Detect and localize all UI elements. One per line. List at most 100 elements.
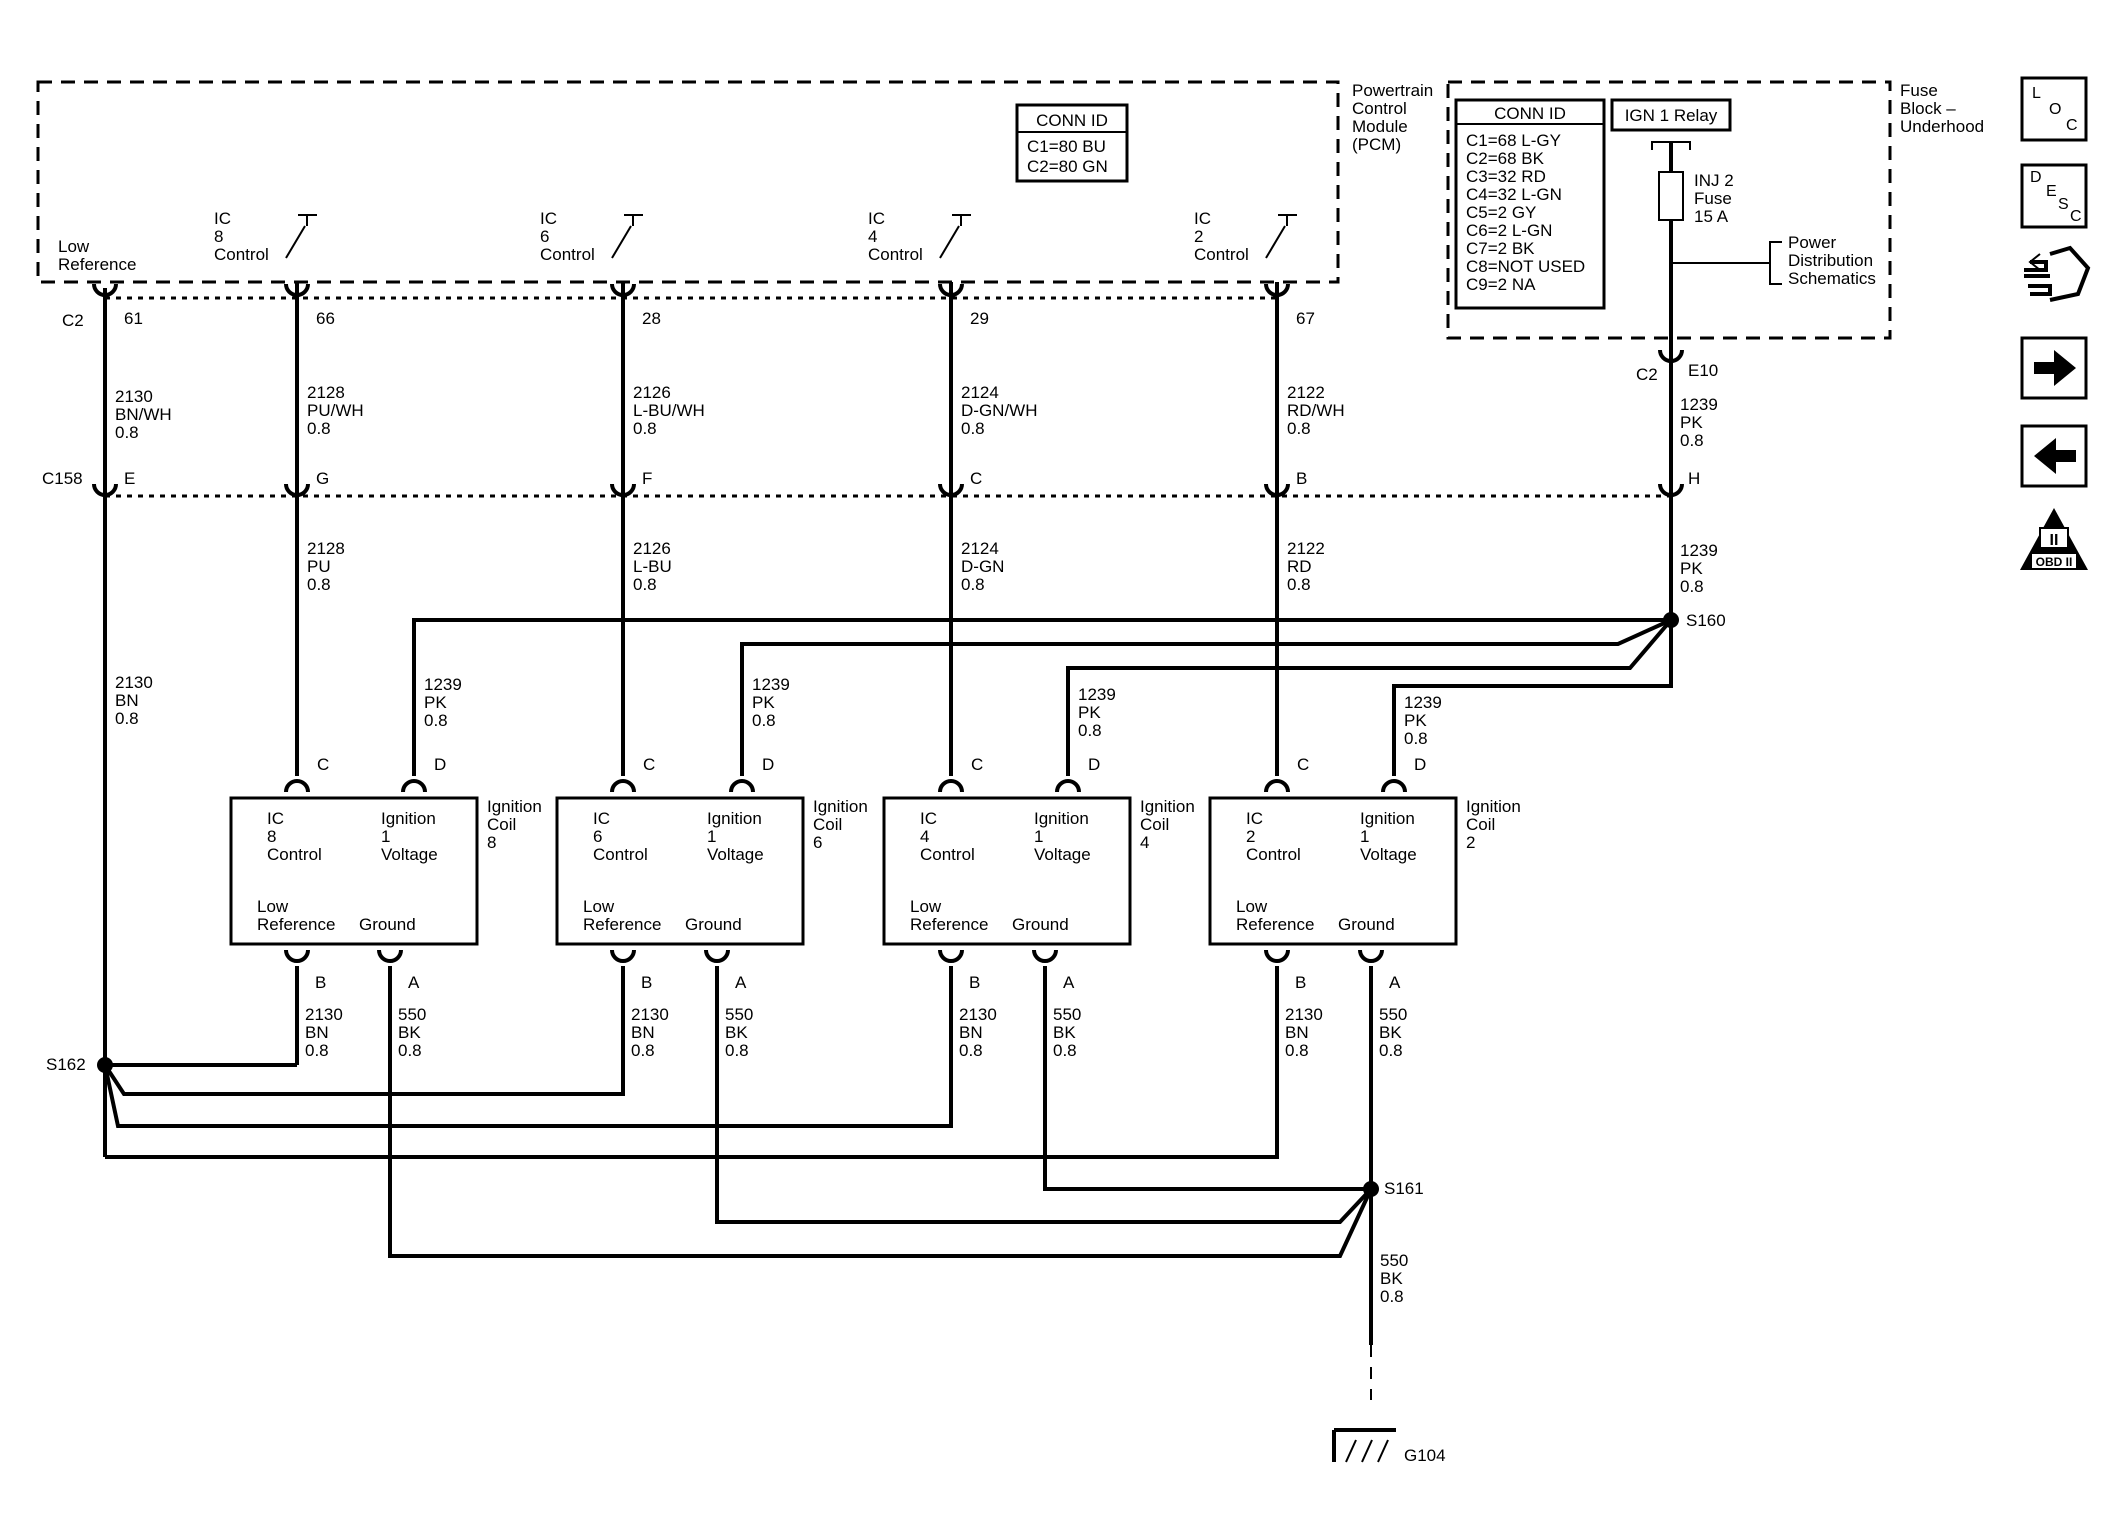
low-reference-label: Low Reference: [58, 237, 136, 274]
terminal: [938, 949, 964, 963]
svg-text:C: C: [970, 469, 982, 488]
svg-text:66: 66: [316, 309, 335, 328]
forward-arrow-button[interactable]: [2020, 336, 2088, 400]
fuse-block-conn-id-box: CONN ID C1=68 L-GY C2=68 BK C3=32 RD C4=…: [1454, 98, 1606, 310]
fuse-conn-id-line: C3=32 RD: [1466, 167, 1546, 186]
terminal: [938, 779, 964, 793]
terminal: [284, 283, 310, 297]
coil-body: [1208, 796, 1458, 946]
svg-text:II: II: [2050, 532, 2059, 549]
pcm-label: Powertrain Control Module (PCM): [1352, 81, 1438, 154]
svg-text:G: G: [316, 469, 329, 488]
coil-ground-label: Ground: [359, 915, 416, 934]
fuse-conn-id-line: C2=68 BK: [1466, 149, 1545, 168]
coil-pin-b: B: [1295, 973, 1306, 992]
pcm-conn-id-title: CONN ID: [1036, 111, 1108, 130]
fuse-c158-pin: H: [1688, 469, 1700, 488]
terminal: [92, 283, 118, 297]
coil-pin-a: A: [408, 973, 420, 992]
inj2-fuse-label: INJ 2 Fuse 15 A: [1694, 171, 1738, 226]
loc-button[interactable]: L O C: [2020, 76, 2088, 142]
svg-text:S: S: [2058, 196, 2069, 213]
terminal: [284, 483, 310, 497]
ground-g104: G104: [1332, 1428, 1446, 1465]
terminal: [729, 779, 755, 793]
terminal: [401, 779, 427, 793]
connector-c2-label: C2: [62, 311, 84, 330]
low-reference-harness: S162: [46, 966, 1279, 1159]
coil-pin-b: B: [315, 973, 326, 992]
fuse-block-boundary: [1446, 80, 1892, 340]
splice-s160-harness: S160: [412, 611, 1726, 776]
svg-text:C: C: [2070, 208, 2082, 225]
terminal: [1381, 779, 1407, 793]
pcm-conn-id-line: C1=80 BU: [1027, 137, 1106, 156]
terminal: [610, 483, 636, 497]
fuse-conn-id-line: C9=2 NA: [1466, 275, 1536, 294]
pcm-conn-id-box: CONN ID C1=80 BU C2=80 GN: [1015, 103, 1129, 183]
svg-text:F: F: [642, 469, 652, 488]
fuse-conn-id-line: C4=32 L-GN: [1466, 185, 1562, 204]
coil-body: [229, 796, 479, 946]
terminal: [610, 779, 636, 793]
coil-pin-d: D: [762, 755, 774, 774]
coil-pin-b: B: [641, 973, 652, 992]
terminal: [1658, 483, 1684, 497]
terminal: [377, 949, 403, 963]
coil-body: [882, 796, 1132, 946]
splice-s160-label: S160: [1686, 611, 1726, 630]
splice-s160-dot: [1663, 612, 1679, 628]
svg-text:E: E: [2046, 183, 2057, 200]
low-ref-pin: 61: [124, 309, 143, 328]
desc-button[interactable]: D E S C: [2020, 163, 2088, 229]
hand-tool-button[interactable]: [2024, 245, 2091, 302]
obd-ii-button[interactable]: II OBD II: [2020, 508, 2088, 570]
terminal: [610, 283, 636, 297]
terminal: [1264, 283, 1290, 297]
coil-body: [555, 796, 805, 946]
fuse-conn-id-line: C5=2 GY: [1466, 203, 1536, 222]
back-arrow-button[interactable]: [2020, 424, 2088, 488]
coil-ground-label: Ground: [685, 915, 742, 934]
svg-text:C: C: [2066, 117, 2078, 134]
splice-s162-dot: [97, 1057, 113, 1073]
